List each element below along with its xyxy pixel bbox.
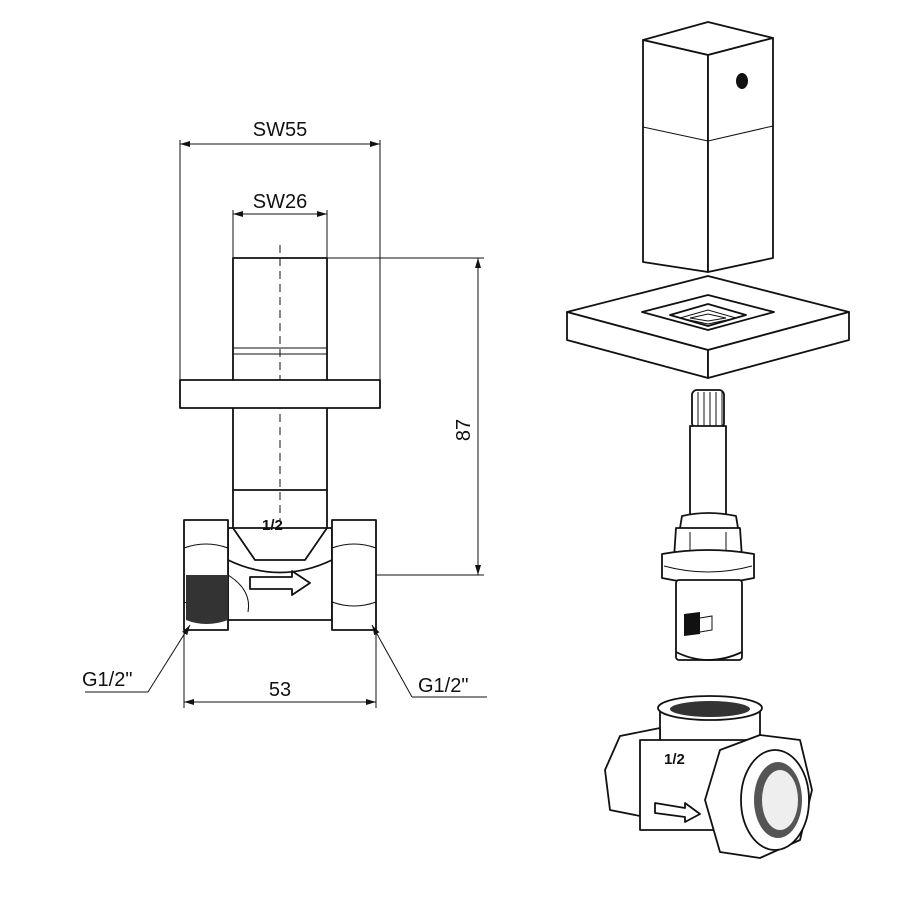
exploded-marking: 1/2 bbox=[664, 751, 685, 768]
exploded-view: 1/2 bbox=[566, 21, 850, 859]
handle-hole-icon bbox=[736, 73, 748, 89]
dim-hex-width: SW55 bbox=[253, 119, 307, 141]
right-hex-nut bbox=[331, 519, 377, 631]
handle-stem bbox=[232, 257, 328, 491]
body-marking: 1/2 bbox=[262, 517, 283, 534]
rosette-plate bbox=[179, 379, 381, 409]
exploded-valve-body: 1/2 bbox=[604, 695, 813, 859]
square-rosette bbox=[566, 275, 850, 379]
dim-stem-width: SW26 bbox=[253, 191, 307, 213]
dim-body-length: 53 bbox=[269, 679, 291, 701]
square-handle bbox=[642, 21, 774, 273]
valve-body: 1/2 bbox=[183, 490, 377, 631]
side-view: 1/2 SW55 SW26 87 53 G1/2" G1/2" bbox=[82, 119, 487, 708]
thread-right-label: G1/2" bbox=[418, 675, 468, 697]
flow-arrow bbox=[249, 570, 311, 596]
valve-cartridge bbox=[661, 389, 755, 661]
dim-height: 87 bbox=[453, 419, 475, 441]
thread-left-label: G1/2" bbox=[82, 669, 132, 691]
exploded-flow-arrow bbox=[654, 802, 701, 823]
